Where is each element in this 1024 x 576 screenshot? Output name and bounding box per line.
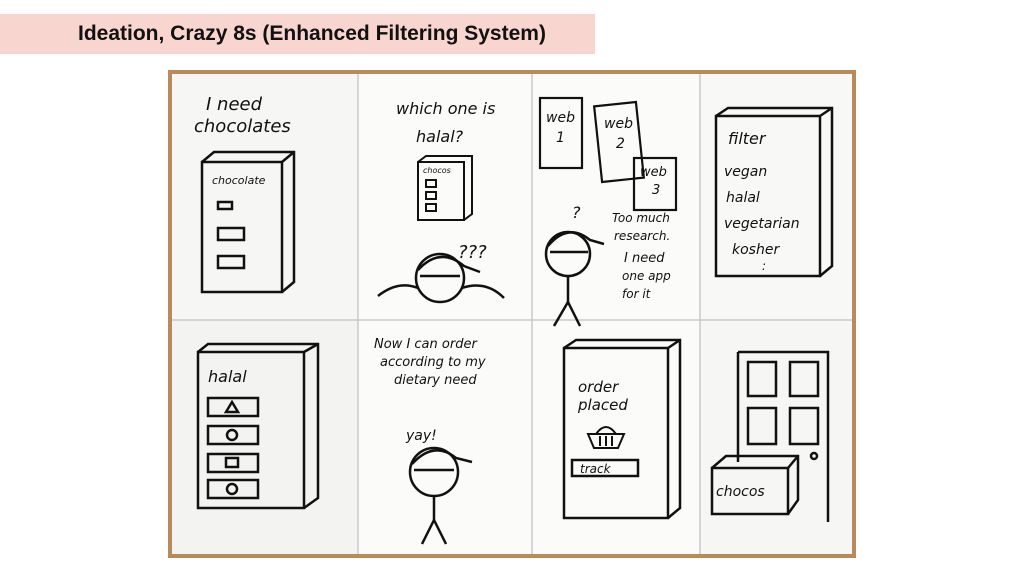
storyboard-photo: I need chocolates chocolate which one is… (168, 70, 856, 558)
web-page-2-icon (592, 100, 646, 184)
panel-5: halal (196, 342, 320, 510)
panel-1-box-label: chocolate (212, 174, 266, 187)
small-box-icon (417, 155, 473, 221)
panel-6-exclaim: yay! (405, 428, 437, 444)
panel-6-line2: according to my (380, 355, 486, 370)
panel-3-note-4: one app (622, 269, 671, 283)
filter-heading: filter (728, 129, 767, 148)
panel-2-line2: halal? (416, 127, 464, 146)
slide-title: Ideation, Crazy 8s (Enhanced Filtering S… (78, 22, 546, 45)
panel-2: which one is halal? chocos ??? (377, 99, 505, 304)
panel-1-line2: chocolates (194, 116, 291, 137)
halal-phone-icon (196, 342, 320, 510)
web-2-label: web (604, 116, 633, 132)
slide-title-banner: Ideation, Crazy 8s (Enhanced Filtering S… (0, 14, 595, 54)
vending-box-icon (200, 150, 296, 294)
thinking-person-icon (544, 230, 605, 327)
panel-2-question: ??? (458, 242, 487, 263)
web-1-number: 1 (556, 130, 565, 146)
package-box-icon (710, 454, 800, 516)
web-page-3-icon (632, 156, 678, 212)
track-button: track (580, 462, 612, 476)
storyboard-sheet: I need chocolates chocolate which one is… (172, 74, 852, 554)
panel-1: I need chocolates chocolate (194, 94, 296, 294)
web-page-1-icon (538, 96, 584, 170)
web-1-label: web (546, 110, 575, 126)
basket-icon (586, 426, 626, 449)
panel-3-question: ? (572, 203, 581, 222)
filter-item-kosher: kosher (732, 242, 780, 258)
web-3-label: web (640, 165, 667, 180)
filter-item-vegetarian: vegetarian (724, 216, 800, 232)
panel-6-line1: Now I can order (374, 337, 478, 352)
panel-7-line1: order (578, 378, 619, 396)
web-3-number: 3 (652, 183, 660, 198)
order-phone-icon (562, 338, 682, 520)
panel-4: filter vegan halal vegetarian kosher : (714, 106, 834, 278)
panel-3-note-1: Too much (612, 211, 670, 225)
panel-7: order placed track (562, 338, 682, 520)
filter-item-vegan: vegan (724, 164, 767, 180)
confused-person-icon (377, 252, 505, 304)
web-2-number: 2 (616, 136, 625, 152)
panel-2-box-label: chocos (423, 166, 451, 175)
filter-item-more: : (762, 259, 766, 273)
panel-3-note-3: I need (624, 251, 665, 266)
panel-7-line2: placed (577, 396, 628, 414)
panel-6: Now I can order according to my dietary … (374, 337, 486, 545)
door-icon (736, 350, 830, 522)
panel-2-line1: which one is (396, 99, 495, 118)
panel-5-heading: halal (208, 367, 247, 386)
panel-3-note-2: research. (614, 229, 670, 243)
filter-item-halal: halal (726, 190, 760, 206)
panel-3-note-5: for it (622, 287, 652, 301)
panel-1-line1: I need (206, 94, 263, 115)
filter-phone-icon (714, 106, 834, 278)
panel-3: web 1 web 2 web 3 ? Too much research. I… (538, 96, 678, 327)
panel-8: chocos (710, 350, 830, 522)
panel-6-line3: dietary need (394, 373, 477, 388)
package-label: chocos (716, 484, 765, 500)
happy-person-icon (408, 446, 473, 545)
